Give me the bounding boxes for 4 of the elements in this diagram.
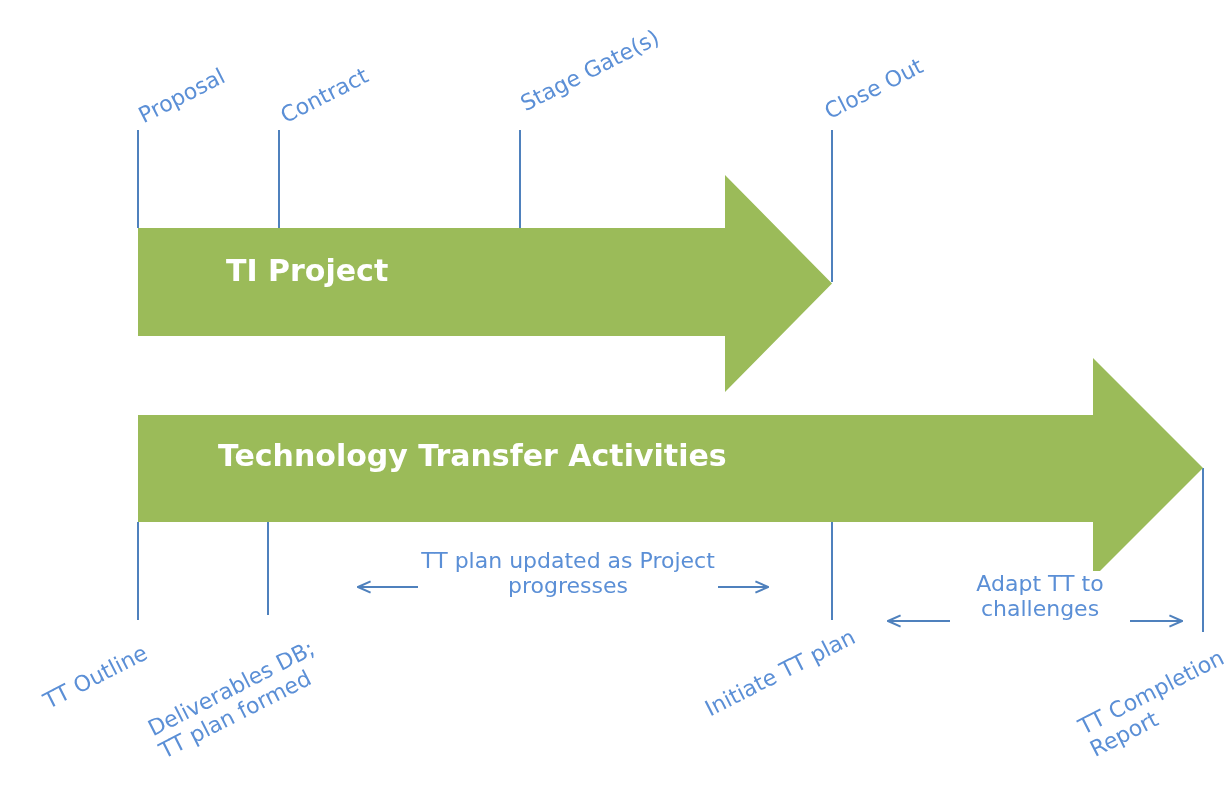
note-text: Adapt TT to challenges: [950, 571, 1130, 622]
arrow-label: TI Project: [226, 253, 389, 288]
milestone-label: Close Out: [820, 52, 928, 124]
arrow-label: Technology Transfer Activities: [218, 438, 727, 473]
